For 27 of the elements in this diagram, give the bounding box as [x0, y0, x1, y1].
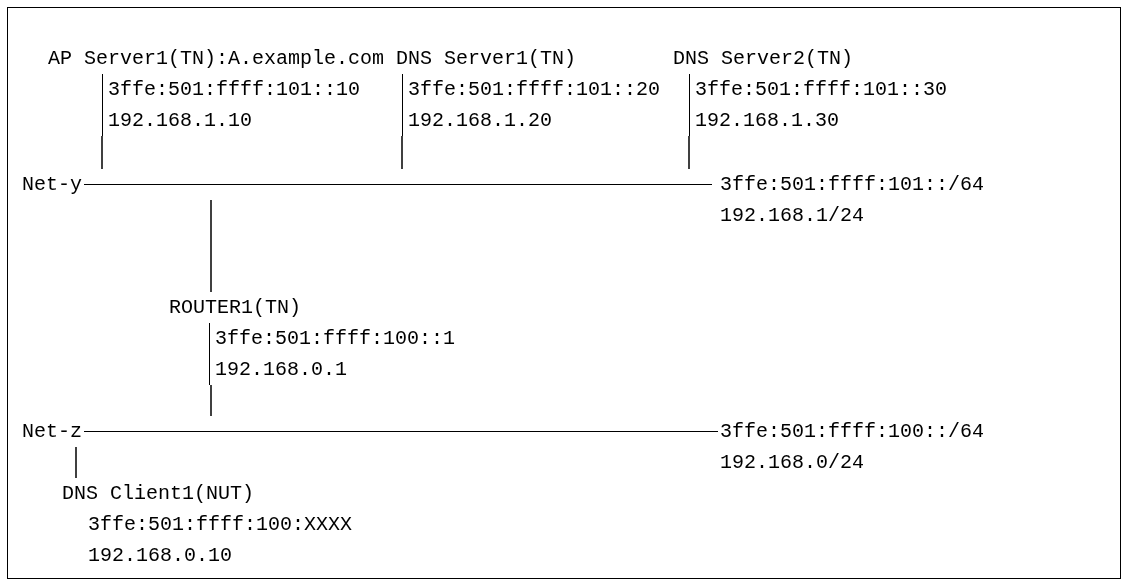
address-text: 192.168.0.1 — [209, 354, 348, 385]
network-prefix: 192.168.0/24 — [720, 450, 865, 476]
address-text: 3ffe:501:ffff:101::20 — [402, 74, 661, 105]
host-name: DNS Client1(NUT) — [62, 481, 255, 507]
network-prefix: 3ffe:501:ffff:101::/64 — [720, 172, 985, 198]
address-text: 3ffe:501:ffff:101::10 — [102, 74, 361, 105]
connector-line — [101, 135, 103, 170]
host-name: DNS Server2(TN) — [673, 46, 854, 72]
network-prefix: 3ffe:501:ffff:100::/64 — [720, 419, 985, 445]
connector-line — [210, 384, 212, 417]
connector-line — [688, 135, 690, 170]
connector-line — [210, 199, 212, 293]
host-name: DNS Server1(TN) — [396, 46, 577, 72]
network-name: Net-y — [22, 172, 82, 198]
address-text: 192.168.0.10 — [87, 543, 233, 569]
address-text: 3ffe:501:ffff:100:XXXX — [87, 512, 353, 538]
connector-line — [75, 446, 77, 479]
host-name: AP Server1(TN):A.example.com — [48, 46, 385, 72]
address-text: 3ffe:501:ffff:100::1 — [209, 323, 456, 354]
host-name: ROUTER1(TN) — [169, 295, 302, 321]
network-prefix: 192.168.1/24 — [720, 203, 865, 229]
address-text: 3ffe:501:ffff:101::30 — [689, 74, 948, 105]
address-text: 192.168.1.20 — [402, 105, 553, 136]
connector-line — [401, 135, 403, 170]
network-name: Net-z — [22, 419, 82, 445]
address-text: 192.168.1.30 — [689, 105, 840, 136]
address-text: 192.168.1.10 — [102, 105, 253, 136]
